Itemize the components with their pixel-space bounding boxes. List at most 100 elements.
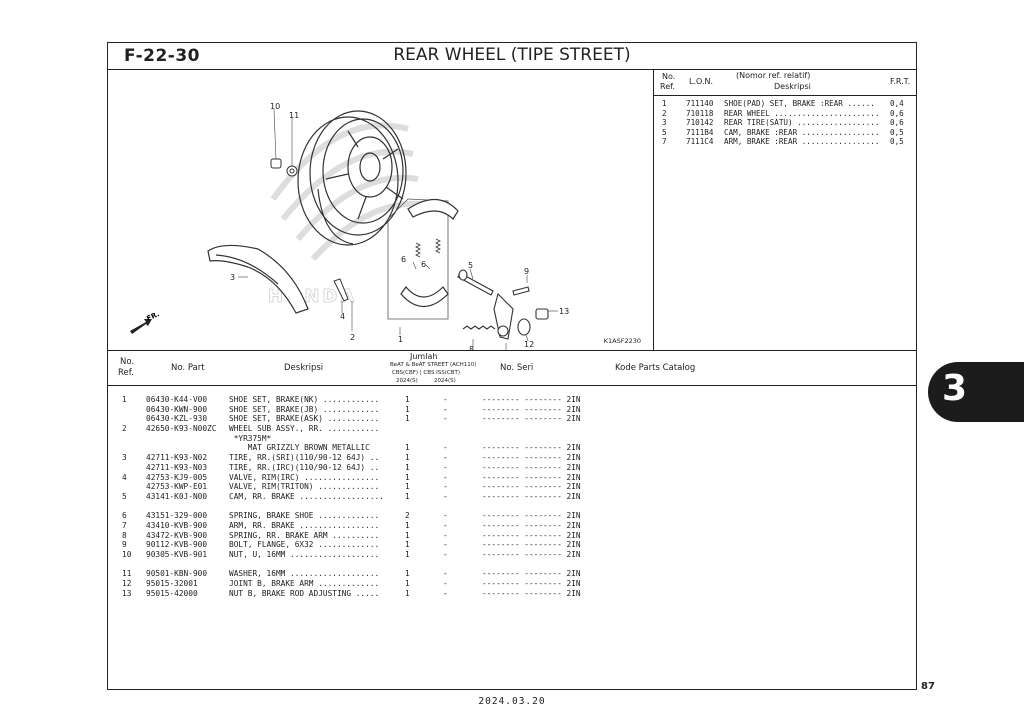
table-row: 7 43410-KVB-900 ARM, RR. BRAKE ...........… (108, 521, 916, 531)
ref-col-ref: Ref. (660, 82, 675, 91)
cell-ref: 9 (122, 540, 127, 550)
rear-wheel-diagram: HONDA (130, 102, 569, 361)
brake-shoe-group (387, 198, 459, 320)
cell-part: 43151-329-000 (146, 511, 208, 521)
cell-q2: - (443, 491, 448, 501)
cell-part: 06430-K44-V00 (146, 395, 208, 404)
callout-label: 6 (421, 260, 426, 269)
cell-part: 42711-K93-N03 (146, 462, 208, 472)
cell-q2: - (443, 540, 448, 550)
ref-col-lon: L.O.N. (689, 77, 714, 86)
callout-numbers: 10 11 3 4 2 1 6 6 5 9 13 12 8 7 (230, 102, 569, 361)
section-number: 3 (942, 368, 968, 409)
cell-part: 43410-KVB-900 (146, 520, 208, 530)
cell-seri: -------- -------- 2IN (482, 443, 581, 453)
tire-part (207, 244, 309, 314)
cell-q1: 1 (405, 414, 410, 424)
cell-desc: CAM, RR. BRAKE .................. (229, 491, 384, 501)
cell-q2: - (443, 530, 448, 540)
col-jumlah: Jumlah (410, 352, 438, 361)
ref-cell-desc: CAM, BRAKE :REAR ................. (724, 127, 880, 137)
cell-q2: - (443, 443, 448, 453)
cell-desc: *YR375M* (229, 433, 272, 443)
cell-q1: 1 (405, 569, 410, 579)
wheel-part (297, 110, 407, 246)
ref-cell-lon: 710142 (686, 118, 714, 128)
cell-seri: -------- -------- 2IN (482, 511, 581, 521)
callout-label: 5 (468, 261, 473, 270)
cell-ref: 12 (122, 579, 132, 589)
cell-desc: BOLT, FLANGE, 6X32 ............. (229, 540, 380, 550)
catalog-page-frame: F-22-30 REAR WHEEL (TIPE STREET) HONDA (107, 42, 917, 690)
ref-cell-lon: 7111B4 (686, 127, 714, 137)
cell-q2: - (443, 404, 448, 414)
cell-q1: 1 (405, 520, 410, 530)
col-cbs: CBS(CBF) | CBS ISS(CBT) (392, 370, 461, 376)
parts-table-header: No. Ref. No. Part Deskripsi Jumlah BeAT … (108, 351, 916, 386)
cell-seri: -------- -------- 2IN (482, 569, 581, 579)
col-models: BeAT & BeAT STREET (ACH110) (390, 362, 477, 368)
cell-part: 42650-K93-N00ZC (146, 424, 217, 434)
cell-seri: -------- -------- 2IN (482, 414, 581, 424)
cell-ref: 7 (122, 520, 127, 530)
col-year1: 2024(S) (396, 378, 418, 384)
ref-panel-header: No. Ref. L.O.N. (Nomor ref. relatif) Des… (654, 69, 916, 96)
callout-label: 4 (340, 312, 345, 321)
ref-col-deskripsi: Deskripsi (774, 82, 811, 91)
cell-seri: -------- -------- 2IN (482, 491, 581, 501)
cell-desc: MAT GRIZZLY BROWN METALLIC (229, 443, 370, 453)
col-seri: No. Seri (500, 363, 534, 373)
ref-cell-no: 7 (662, 137, 667, 147)
cell-desc: TIRE, RR.(SRI)(110/90-12 64J) .. (229, 453, 380, 463)
cell-part: 06430-KZL-930 (146, 414, 208, 424)
page-header: F-22-30 REAR WHEEL (TIPE STREET) (108, 43, 916, 70)
cell-ref: 3 (122, 453, 127, 463)
ref-col-no: No. (662, 72, 676, 81)
cell-ref: 8 (122, 530, 127, 540)
cell-ref: 6 (122, 511, 127, 521)
ref-cell-lon: 711140 (686, 99, 714, 108)
cell-q2: - (443, 453, 448, 463)
cell-desc: ARM, RR. BRAKE ................. (229, 520, 380, 530)
callout-label: 11 (289, 111, 299, 120)
cell-seri: -------- -------- 2IN (482, 550, 581, 559)
labor-reference-panel: No. Ref. L.O.N. (Nomor ref. relatif) Des… (654, 69, 916, 351)
cell-q1: 1 (405, 472, 410, 482)
col-desc: Deskripsi (284, 363, 324, 373)
cell-desc: VALVE, RIM(IRC) ................ (229, 472, 380, 482)
cell-q2: - (443, 414, 448, 424)
figure-code: F-22-30 (124, 46, 201, 66)
ref-col-frt: F.R.T. (890, 77, 911, 86)
ref-cell-frt: 0,5 (890, 127, 904, 137)
col-ref: Ref. (118, 368, 134, 378)
cell-seri: -------- -------- 2IN (482, 588, 581, 598)
ref-cell-desc: SHOE(PAD) SET, BRAKE :REAR ...... (724, 99, 875, 108)
cell-desc: VALVE, RIM(TRITON) ............. (229, 482, 380, 492)
valve-part (333, 278, 349, 302)
cell-q2: - (443, 395, 448, 404)
cell-q1: 1 (405, 579, 410, 589)
cell-seri: -------- -------- 2IN (482, 472, 581, 482)
page-title: REAR WHEEL (TIPE STREET) (393, 45, 631, 65)
cell-q1: 1 (405, 443, 410, 453)
row-gap (108, 560, 916, 570)
cell-desc: SPRING, RR. BRAKE ARM .......... (229, 530, 380, 540)
cell-q1: 1 (405, 462, 410, 472)
print-date: 2024.03.20 (478, 696, 546, 707)
cell-seri: -------- -------- 2IN (482, 540, 581, 550)
cell-desc: SHOE SET, BRAKE(ASK) ........... (229, 414, 380, 424)
